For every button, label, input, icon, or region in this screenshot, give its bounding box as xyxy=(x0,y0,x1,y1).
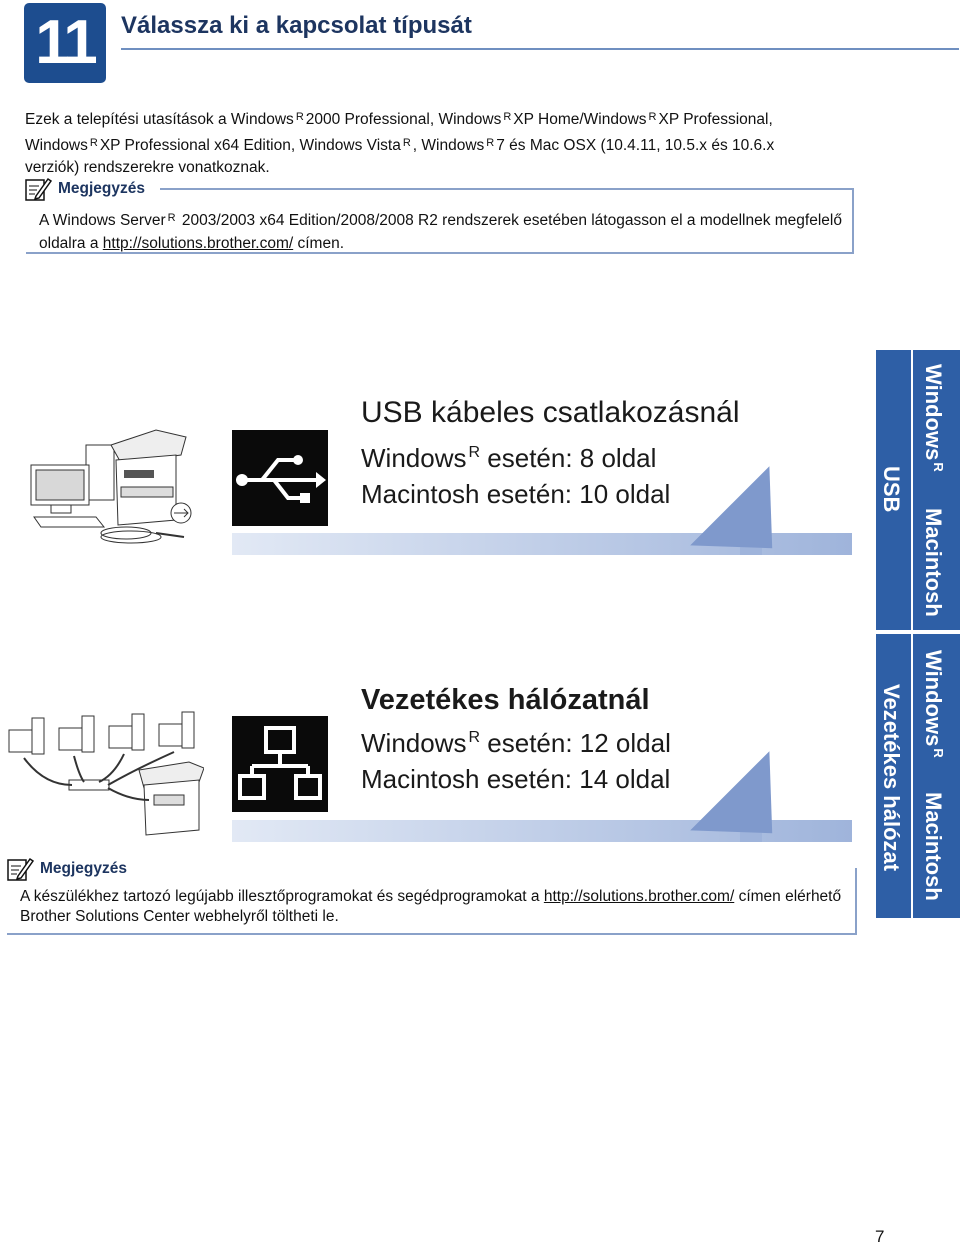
wired-network-icon xyxy=(238,726,322,800)
network-arrow-head xyxy=(690,751,812,873)
network-section-title: Vezetékes hálózatnál xyxy=(361,684,650,716)
title-rule xyxy=(121,48,959,50)
tab-usb-label: USB xyxy=(879,466,904,513)
note-label-2: Megjegyzés xyxy=(40,860,128,877)
note-pencil-icon xyxy=(25,177,52,201)
network-arrow-stem xyxy=(740,790,762,842)
note-label: Megjegyzés xyxy=(58,180,146,197)
step-number-badge: 11 xyxy=(24,3,106,83)
usb-computer-printer-illustration xyxy=(30,429,192,544)
usb-arrow-band xyxy=(232,533,852,555)
note-box xyxy=(26,188,854,254)
network-computers-printer-illustration xyxy=(8,711,204,836)
usb-icon xyxy=(236,455,326,503)
network-icon-box xyxy=(232,716,328,812)
usb-mac-line: Macintosh esetén: 10 oldal xyxy=(361,479,671,509)
tab-usb[interactable]: USB xyxy=(876,350,911,630)
network-arrow-band xyxy=(232,820,852,842)
page-number: 7 xyxy=(875,1227,885,1246)
usb-arrow-stem xyxy=(740,505,762,555)
note-pencil-icon xyxy=(7,857,34,881)
solutions-link[interactable]: http://solutions.brother.com/ xyxy=(102,234,294,252)
usb-section-title: USB kábeles csatlakozásnál xyxy=(361,396,740,429)
network-mac-line: Macintosh esetén: 14 oldal xyxy=(361,764,671,794)
note-header: Megjegyzés xyxy=(24,176,152,202)
tab-network[interactable]: Vezetékes hálózat xyxy=(876,634,911,918)
note-header-2: Megjegyzés xyxy=(6,856,132,882)
page-title: Válassza ki a kapcsolat típusát xyxy=(121,12,472,39)
note-text-2: A készülékhez tartozó legújabb illesztőp… xyxy=(20,888,842,925)
tab-network-os[interactable]: WindowsR Macintosh xyxy=(913,634,960,918)
tab-network-windows: WindowsR xyxy=(921,650,946,758)
note-box-2 xyxy=(7,868,857,935)
tab-usb-windows: WindowsR xyxy=(921,364,946,472)
solutions-link-2[interactable]: http://solutions.brother.com/ xyxy=(543,888,735,905)
note-divider xyxy=(160,188,854,190)
usb-icon-box xyxy=(232,430,328,526)
tab-usb-os[interactable]: WindowsR Macintosh xyxy=(913,350,960,630)
tab-network-mac: Macintosh xyxy=(921,792,946,901)
tab-network-label: Vezetékes hálózat xyxy=(879,684,904,872)
usb-arrow-head xyxy=(690,466,812,588)
tab-usb-mac: Macintosh xyxy=(921,508,946,617)
